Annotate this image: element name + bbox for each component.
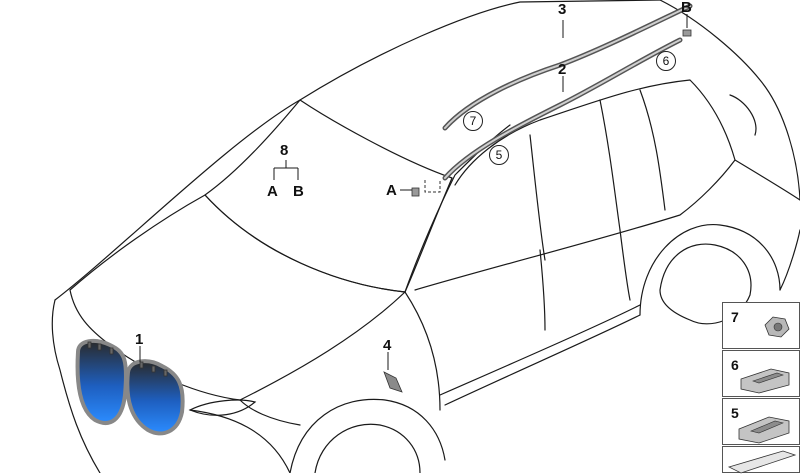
callout-8: 8 xyxy=(280,142,289,159)
legend-panel-5: 5 xyxy=(722,398,800,445)
callout-a-front: A xyxy=(386,182,397,199)
callout-2: 2 xyxy=(558,61,567,78)
clip-b-part xyxy=(682,29,692,37)
circled-7: 7 xyxy=(463,111,483,131)
front-fascia xyxy=(51,299,101,473)
legend-panel-tape xyxy=(722,446,800,474)
clip-bracket-icon xyxy=(738,416,790,444)
legend-panel-7: 7 xyxy=(722,302,800,349)
clip-bracket-icon xyxy=(740,368,790,394)
callout-4: 4 xyxy=(383,337,392,354)
clip-nut-icon xyxy=(764,316,790,338)
clip-a-part xyxy=(411,187,420,197)
kidney-grille xyxy=(75,338,185,436)
legend-number-7: 7 xyxy=(731,309,739,325)
circled-5: 5 xyxy=(489,145,509,165)
callout-8-a: A xyxy=(267,183,278,200)
legend-number-6: 6 xyxy=(731,357,739,373)
rear-wheel-arch xyxy=(639,224,781,316)
front-lower xyxy=(189,409,291,473)
rear-roof xyxy=(659,0,800,201)
rocker-line xyxy=(444,314,641,406)
circled-6: 6 xyxy=(656,51,676,71)
legend-number-5: 5 xyxy=(731,405,739,421)
door-line-1 xyxy=(404,291,441,411)
roof-outline xyxy=(54,0,661,301)
callout-3: 3 xyxy=(558,1,567,18)
front-wheel-arch xyxy=(289,398,446,473)
side-windows xyxy=(414,79,736,291)
callout-b-rear: B xyxy=(681,0,692,16)
callout-8-b: B xyxy=(293,183,304,200)
legend-panel-6: 6 xyxy=(722,350,800,397)
headlight xyxy=(188,399,257,416)
tape-strip-icon xyxy=(727,450,797,474)
callout-1: 1 xyxy=(135,331,144,348)
side-vent xyxy=(383,371,403,393)
